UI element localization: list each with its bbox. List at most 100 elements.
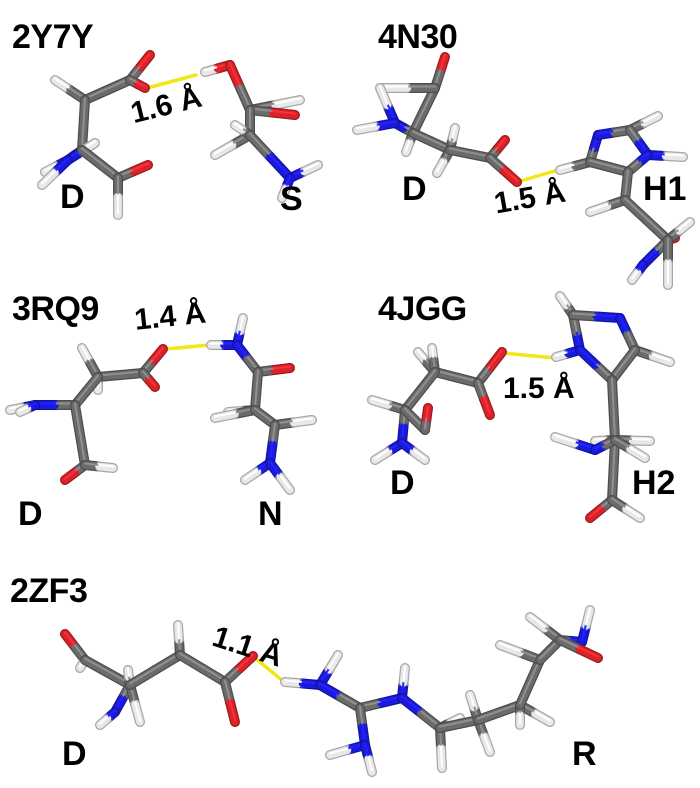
bond-highlight-2zf3 <box>499 642 521 652</box>
bond-highlight-4n30 <box>664 153 684 157</box>
bond-highlight-4n30 <box>439 54 446 72</box>
bond-highlight-2zf3 <box>367 756 373 772</box>
bond-4jgg-H <box>622 505 644 522</box>
bond-highlight-4jgg <box>559 293 568 305</box>
bond-highlight-2zf3 <box>581 623 587 642</box>
bond-2zf3-H <box>496 641 524 657</box>
bond-highlight-4jgg <box>477 380 485 399</box>
bond-4jgg-H <box>648 352 674 366</box>
bond-highlight-4n30 <box>375 120 396 126</box>
bond-highlight-4jgg <box>401 440 415 451</box>
panel-2y7y-pdb-label: 2Y7Y <box>12 18 94 56</box>
bond-highlight-4n30 <box>631 270 639 280</box>
bond-highlight-3rq9 <box>64 470 76 480</box>
bond-highlight-2y7y <box>81 122 85 150</box>
bond-2y7y-H <box>211 141 237 159</box>
panel-2zf3-pdb-label: 2ZF3 <box>10 572 88 610</box>
bond-highlight-2y7y <box>303 162 319 171</box>
bond-highlight-3rq9 <box>85 374 99 391</box>
bond-highlight-2zf3 <box>519 680 531 705</box>
bond-highlight-4jgg <box>629 446 646 458</box>
bond-2y7y-H <box>38 168 59 189</box>
bond-highlight-4n30 <box>559 163 576 170</box>
bond-highlight-4n30 <box>405 140 411 152</box>
bond-4n30-H <box>353 122 380 134</box>
bond-highlight-4jgg <box>404 388 421 410</box>
bond-highlight-2y7y <box>136 81 146 88</box>
bond-2y7y-O <box>133 80 149 92</box>
panel-3rq9-acceptor-label: D <box>18 495 43 533</box>
bond-highlight-2zf3 <box>534 711 551 722</box>
bond-highlight-4jgg <box>371 397 390 405</box>
bond-2zf3-N <box>316 681 344 701</box>
bond-highlight-4jgg <box>431 345 435 360</box>
bond-highlight-3rq9 <box>239 315 244 331</box>
bond-3rq9-H <box>241 467 262 484</box>
bond-highlight-2y7y <box>274 97 301 105</box>
bond-highlight-4n30 <box>356 124 377 130</box>
bond-highlight-4jgg <box>625 506 641 518</box>
bond-highlight-2y7y <box>281 185 287 198</box>
bond-highlight-4jgg <box>555 351 569 357</box>
bond-4n30-H <box>640 112 662 127</box>
bond-highlight-4n30 <box>629 127 640 142</box>
bond-highlight-2y7y <box>139 52 151 67</box>
hydrogen-bond-2zf3 <box>253 656 285 683</box>
bond-highlight-4jgg <box>614 437 631 449</box>
bond-2y7y-O <box>268 108 299 119</box>
bond-4n30-H <box>675 218 694 235</box>
bond-4jgg-H <box>626 445 649 462</box>
bond-highlight-3rq9 <box>292 417 313 422</box>
bond-highlight-3rq9 <box>255 369 259 391</box>
bond-2zf3-H <box>531 709 554 726</box>
bond-highlight-2zf3 <box>99 716 109 725</box>
bond-2zf3-O <box>235 652 257 673</box>
bond-highlight-4jgg <box>425 405 429 419</box>
bond-highlight-3rq9 <box>142 370 150 380</box>
bond-highlight-4jgg <box>404 407 416 420</box>
bond-highlight-3rq9 <box>152 346 164 361</box>
bond-highlight-2zf3 <box>238 653 254 669</box>
bond-4n30-O <box>499 166 521 186</box>
bond-highlight-4n30 <box>379 85 389 105</box>
bond-highlight-2y7y <box>44 163 58 172</box>
panel-3rq9-donor-label: N <box>258 495 283 533</box>
bond-highlight-2zf3 <box>578 646 599 658</box>
bond-2zf3-H <box>96 714 112 729</box>
bond-highlight-2zf3 <box>201 666 226 682</box>
bond-highlight-4jgg <box>412 449 426 460</box>
bond-2y7y-C <box>78 146 104 168</box>
bond-highlight-4n30 <box>589 159 610 167</box>
panel-3rq9-pdb-label: 3RQ9 <box>12 290 99 328</box>
bond-highlight-2zf3 <box>284 679 304 683</box>
bond-highlight-4n30 <box>624 197 648 220</box>
bond-highlight-2zf3 <box>559 637 580 649</box>
bond-highlight-3rq9 <box>254 407 266 417</box>
bond-4n30-H <box>661 152 687 161</box>
bond-highlight-2zf3 <box>402 665 406 683</box>
bond-highlight-2y7y <box>132 162 149 171</box>
bond-highlight-2y7y <box>214 142 234 155</box>
bond-highlight-2y7y <box>129 77 139 84</box>
bond-3rq9-H <box>95 462 117 472</box>
bond-highlight-4n30 <box>589 203 609 212</box>
bond-3rq9-H <box>289 416 316 427</box>
bond-highlight-2y7y <box>54 77 71 90</box>
bond-highlight-4n30 <box>643 113 659 123</box>
bond-highlight-3rq9 <box>214 411 236 418</box>
bond-highlight-4jgg <box>489 349 503 367</box>
bond-2y7y-H <box>300 161 322 176</box>
bond-2zf3-H <box>526 613 549 633</box>
panel-4jgg-distance-label: 1.5 Å <box>503 372 575 405</box>
bond-highlight-4jgg <box>589 506 602 518</box>
bond-highlight-4jgg <box>619 315 629 334</box>
bond-highlight-2zf3 <box>328 652 339 670</box>
bond-highlight-4jgg <box>631 438 651 441</box>
bond-4jgg-H <box>371 447 393 464</box>
panel-2zf3-acceptor-label: D <box>62 735 87 773</box>
bond-highlight-4n30 <box>597 130 615 135</box>
bond-4n30-C <box>586 158 613 171</box>
bond-highlight-3rq9 <box>81 345 91 362</box>
